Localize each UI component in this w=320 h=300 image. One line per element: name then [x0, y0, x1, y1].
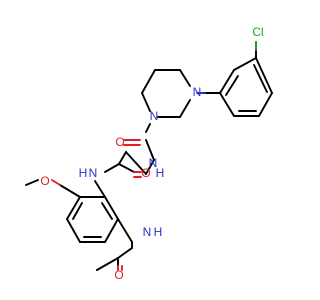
bond [141, 69, 156, 94]
bond [72, 202, 83, 220]
bond [118, 151, 127, 165]
aniline-ring [66, 180, 119, 243]
piperazine-ring [141, 69, 206, 118]
bond [258, 92, 273, 117]
bond [117, 247, 133, 259]
atom-oxygen-amide: O [141, 166, 150, 180]
bond [117, 218, 133, 243]
atom-oxygen-methoxy: O [40, 174, 49, 188]
bond [145, 123, 151, 133]
atom-oxygen-acetamide: O [114, 268, 123, 282]
bond [51, 179, 61, 186]
bond [104, 196, 119, 220]
bond [141, 92, 151, 112]
bond [233, 57, 257, 71]
bond [101, 202, 113, 220]
bond [145, 159, 155, 175]
atom-oxygen-urea: O [115, 135, 124, 149]
atom-hydrogen-urea: H [156, 166, 165, 180]
bond [25, 179, 39, 186]
bond [255, 57, 273, 94]
atom-hydrogen-amide: H [79, 166, 88, 180]
bond [94, 180, 106, 198]
bond [219, 69, 235, 94]
atom-chlorine: Cl [252, 25, 263, 39]
bond [118, 163, 135, 173]
bond [219, 92, 235, 117]
bond [59, 184, 81, 198]
molecule-svg: Cl N N O N H N H O O N H O [25, 25, 273, 282]
bond [96, 257, 119, 271]
atom-nitrogen-piperazine-urea: N [150, 109, 159, 123]
atom-nitrogen-amide: N [89, 166, 98, 180]
bond [66, 196, 81, 220]
atom-hydrogen-acetamide: H [154, 225, 163, 239]
atom-nitrogen-acetamide: N [143, 225, 152, 239]
bond [66, 218, 81, 243]
molecule-structure: Cl N N O N H N H O O N H O [25, 25, 273, 282]
atom-nitrogen-piperazine-aryl: N [193, 85, 202, 99]
bond [145, 139, 155, 161]
bond [104, 163, 120, 173]
bond [253, 64, 268, 93]
bond [125, 151, 147, 175]
bond [179, 69, 191, 87]
bond [225, 75, 239, 96]
chlorophenyl-ring [219, 41, 273, 117]
atom-nitrogen-urea: N [149, 156, 158, 170]
bond [104, 218, 119, 243]
bond [179, 99, 191, 118]
